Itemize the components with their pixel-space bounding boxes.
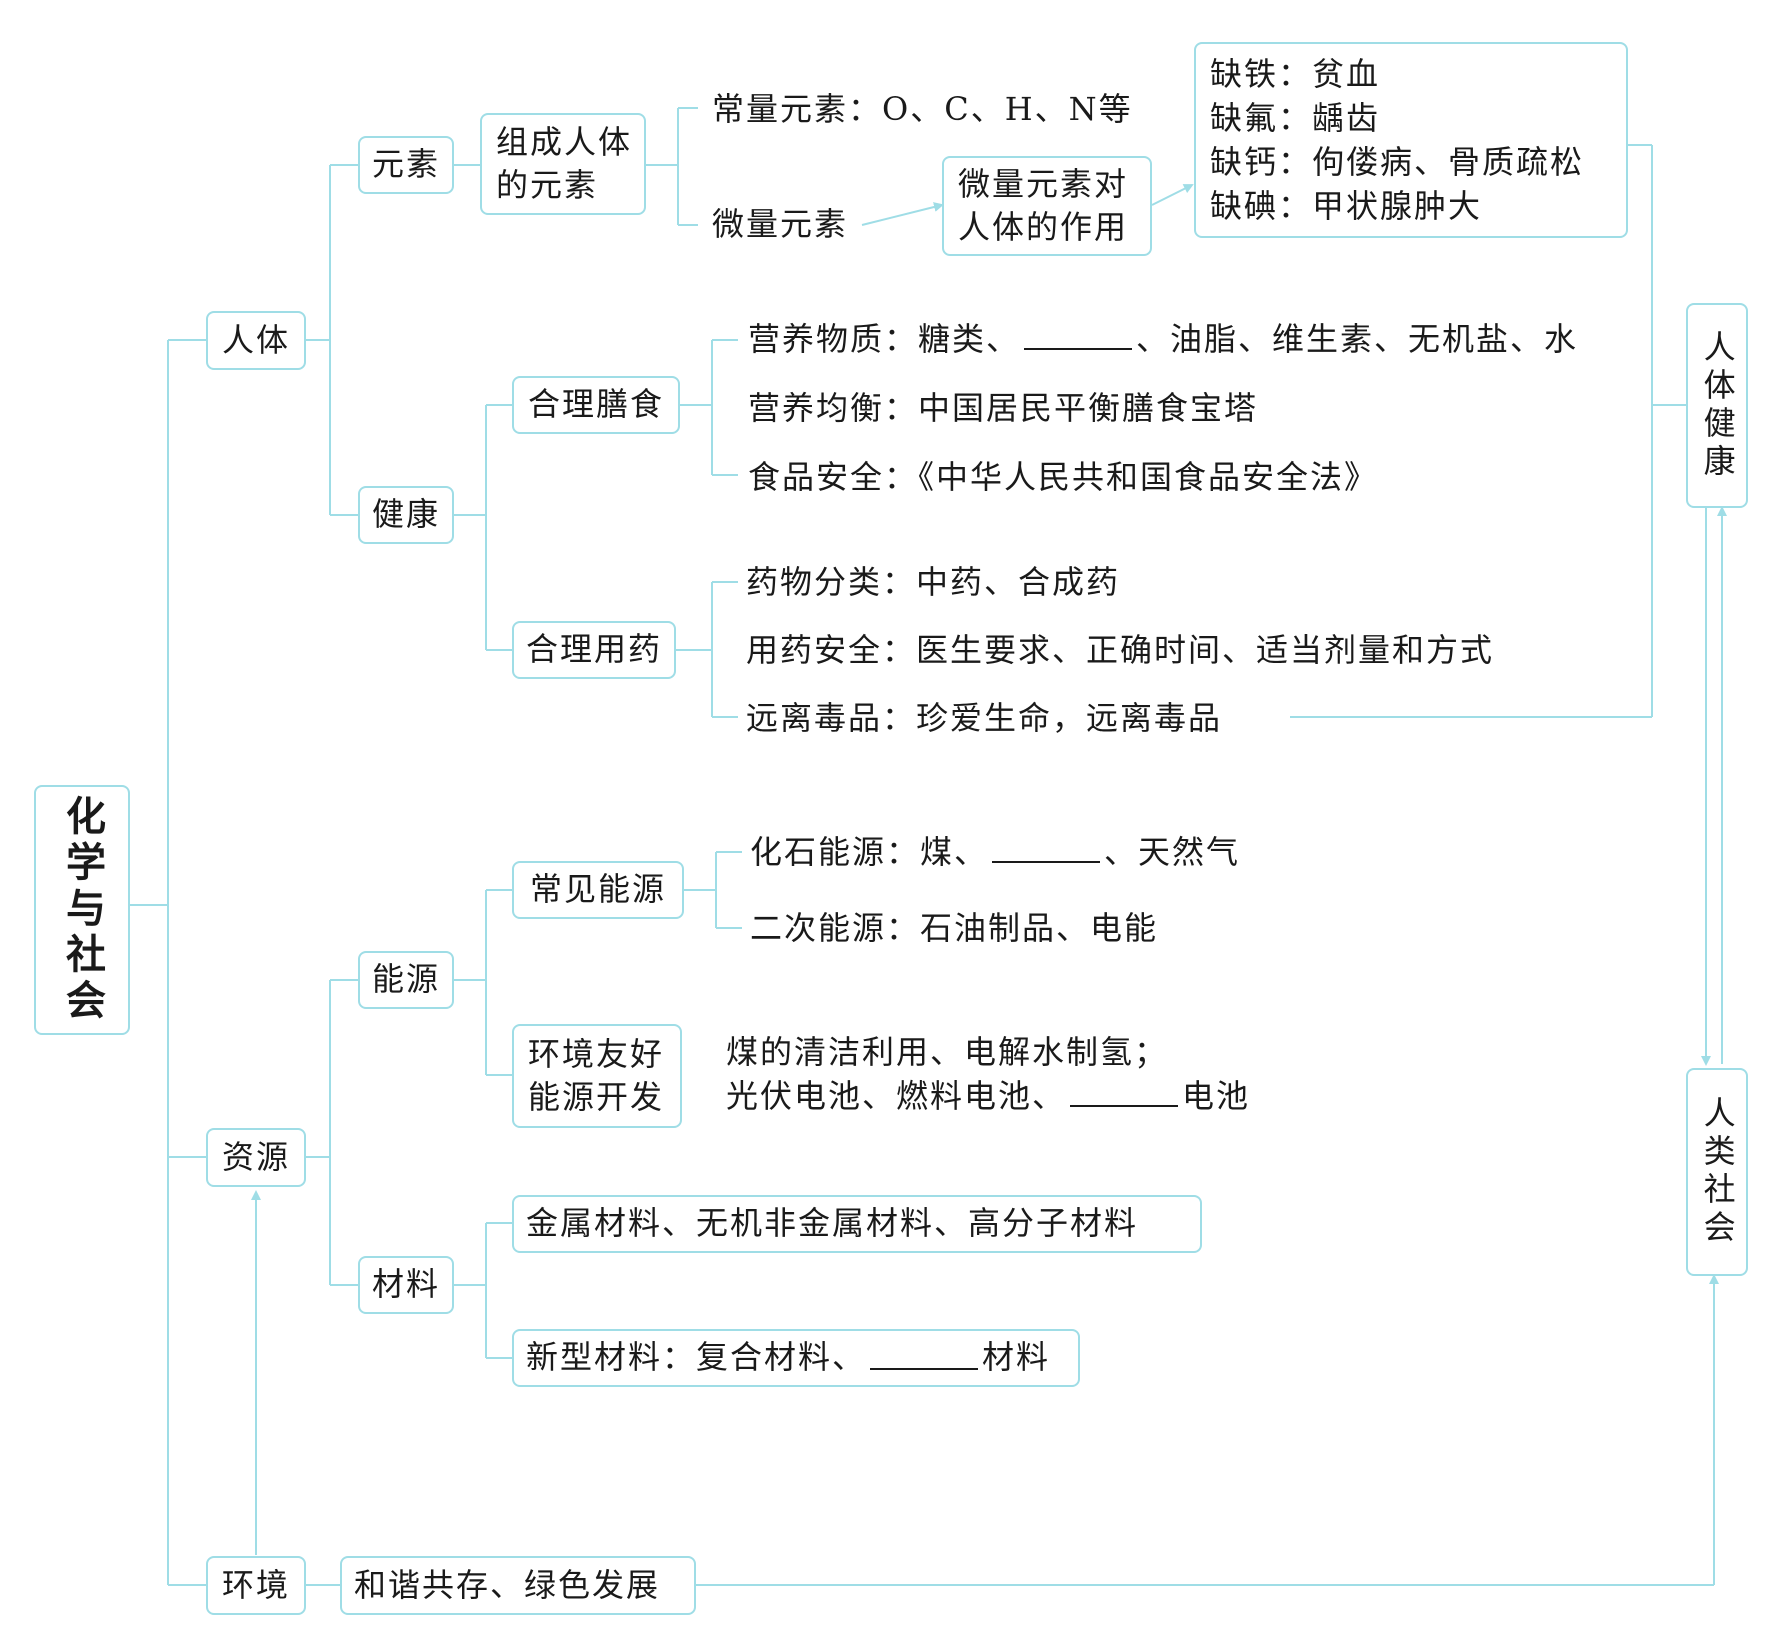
node-ziyuan: 资源	[206, 1128, 306, 1187]
node-renti-jiankang: 人体健康	[1686, 303, 1748, 508]
node-huanjing: 环境	[206, 1556, 306, 1615]
fill-blank[interactable]	[1070, 1083, 1179, 1107]
node-weiliang-zuoyong: 微量元素对 人体的作用	[942, 156, 1152, 256]
node-cailiao: 材料	[358, 1256, 454, 1314]
text-yingyang-junheng: 营养均衡：中国居民平衡膳食宝塔	[748, 389, 1259, 427]
node-xinxing-cailiao: 新型材料：复合材料、材料	[512, 1329, 1080, 1387]
text-yingyang-wuzhi: 营养物质：糖类、、油脂、维生素、无机盐、水	[748, 320, 1579, 358]
deficiency-item: 缺铁：贫血	[1210, 54, 1381, 93]
text-changliang-yuansu: 常量元素：O、C、H、N等	[712, 90, 1133, 128]
node-renti: 人体	[206, 311, 306, 370]
text-erci-nengyuan: 二次能源：石油制品、电能	[750, 909, 1159, 947]
fill-blank[interactable]	[992, 839, 1101, 863]
fill-blank[interactable]	[1024, 326, 1133, 350]
text-yaowu-fenlei: 药物分类：中药、合成药	[746, 563, 1121, 601]
node-heli-shanshi: 合理膳食	[512, 376, 680, 434]
text-youhao-line2: 光伏电池、燃料电池、电池	[726, 1077, 1251, 1115]
node-yuansu: 元素	[358, 136, 454, 194]
node-nengyuan: 能源	[358, 951, 454, 1009]
text-yuanli-dupin: 远离毒品：珍爱生命，远离毒品	[746, 699, 1223, 737]
node-jinshu-cailiao: 金属材料、无机非金属材料、高分子材料	[512, 1195, 1202, 1253]
deficiency-item: 缺碘：甲状腺肿大	[1210, 187, 1483, 226]
node-hexie-gongcun: 和谐共存、绿色发展	[340, 1556, 696, 1615]
text-weiliang-yuansu: 微量元素	[712, 205, 849, 243]
text-yongyao-anquan: 用药安全：医生要求、正确时间、适当剂量和方式	[746, 631, 1495, 669]
node-huanjing-youhao: 环境友好 能源开发	[512, 1024, 682, 1128]
deficiency-item: 缺氟：龋齿	[1210, 98, 1381, 137]
fill-blank[interactable]	[870, 1346, 979, 1370]
text-huashi-nengyuan: 化石能源：煤、、天然气	[750, 833, 1241, 871]
text-youhao-line1: 煤的清洁利用、电解水制氢；	[726, 1033, 1169, 1071]
node-zucheng-renti-yuansu: 组成人体 的元素	[480, 113, 646, 215]
node-renlei-shehui: 人类社会	[1686, 1068, 1748, 1276]
node-heli-yongyao: 合理用药	[512, 621, 676, 679]
text-shipin-anquan: 食品安全：《中华人民共和国食品安全法》	[748, 458, 1379, 496]
deficiency-item: 缺钙：佝偻病、骨质疏松	[1210, 143, 1585, 181]
node-jiankang: 健康	[358, 486, 454, 544]
node-changjian-nengyuan: 常见能源	[512, 861, 684, 919]
root-node: 化学与社会	[34, 785, 130, 1035]
deficiency-box: 缺铁：贫血 缺氟：龋齿 缺钙：佝偻病、骨质疏松 缺碘：甲状腺肿大	[1194, 42, 1628, 238]
